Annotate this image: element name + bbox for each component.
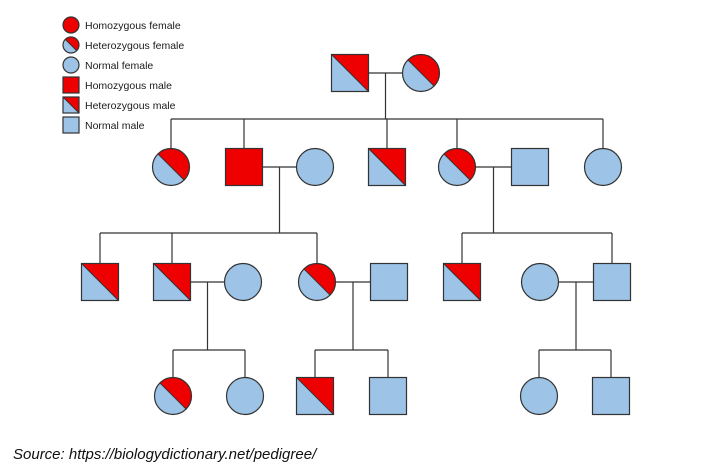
g2-son-1-wife-symbol [295,147,335,187]
g3-son-2-symbol [152,262,192,302]
g3-daughter-1-symbol [297,262,337,302]
g1-father-symbol [330,53,370,93]
legend-symbol-0 [62,16,80,34]
g2-daughter-2-husband-symbol [510,147,550,187]
g4-son-1-symbol [295,376,335,416]
g2-son-2-symbol [367,147,407,187]
legend-item: Normal male [62,116,145,134]
legend-symbol-4 [62,96,80,114]
legend-symbol-2 [62,56,80,74]
legend-item: Homozygous male [62,76,172,94]
g4-daughter-3-symbol [519,376,559,416]
g2-daughter-2-symbol [437,147,477,187]
g3-daughter-2-husband-symbol [592,262,632,302]
legend-label: Heterozygous female [85,40,184,52]
legend-symbol-1 [62,36,80,54]
source-caption: Source: https://biologydictionary.net/pe… [13,446,317,463]
legend-label: Normal male [85,120,145,132]
legend-symbol-5 [62,116,80,134]
g4-son-2-symbol [368,376,408,416]
g2-daughter-1-symbol [151,147,191,187]
legend-item: Heterozygous female [62,36,184,54]
legend-symbol-3 [62,76,80,94]
legend-label: Homozygous female [85,20,181,32]
legend-item: Normal female [62,56,153,74]
g2-son-1-symbol [224,147,264,187]
g3-son-2-wife-symbol [223,262,263,302]
g3-daughter-1-husband-symbol [369,262,409,302]
legend-item: Heterozygous male [62,96,176,114]
g1-mother-symbol [401,53,441,93]
individual-symbols [80,53,632,416]
g3-son-3-symbol [442,262,482,302]
legend-item: Homozygous female [62,16,181,34]
g4-son-3-symbol [591,376,631,416]
legend-label: Heterozygous male [85,100,176,112]
g4-daughter-1-symbol [153,376,193,416]
g2-daughter-3-symbol [583,147,623,187]
g4-daughter-2-symbol [225,376,265,416]
g3-daughter-2-symbol [520,262,560,302]
legend-label: Homozygous male [85,80,172,92]
g3-son-1-symbol [80,262,120,302]
relationship-lines [99,72,613,378]
legend-label: Normal female [85,60,153,72]
